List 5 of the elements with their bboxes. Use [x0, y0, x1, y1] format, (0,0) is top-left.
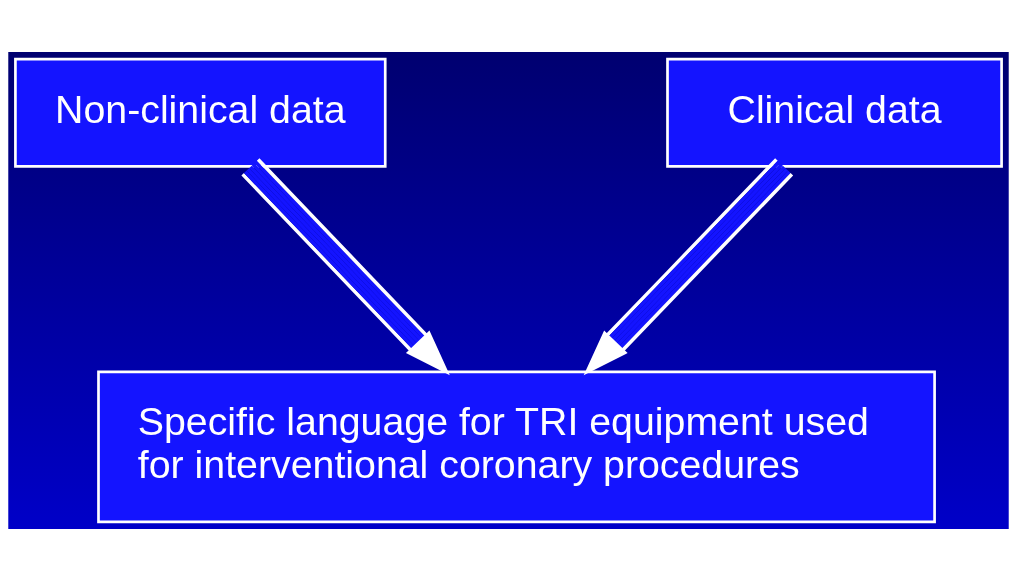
- node-box: Clinical data: [666, 57, 1003, 168]
- arrow: [583, 157, 794, 375]
- node-box: Non-clinical data: [14, 57, 387, 168]
- node-box: Specific language for TRI equipment used for interventional coronary procedures: [97, 369, 936, 523]
- arrow: [241, 157, 450, 375]
